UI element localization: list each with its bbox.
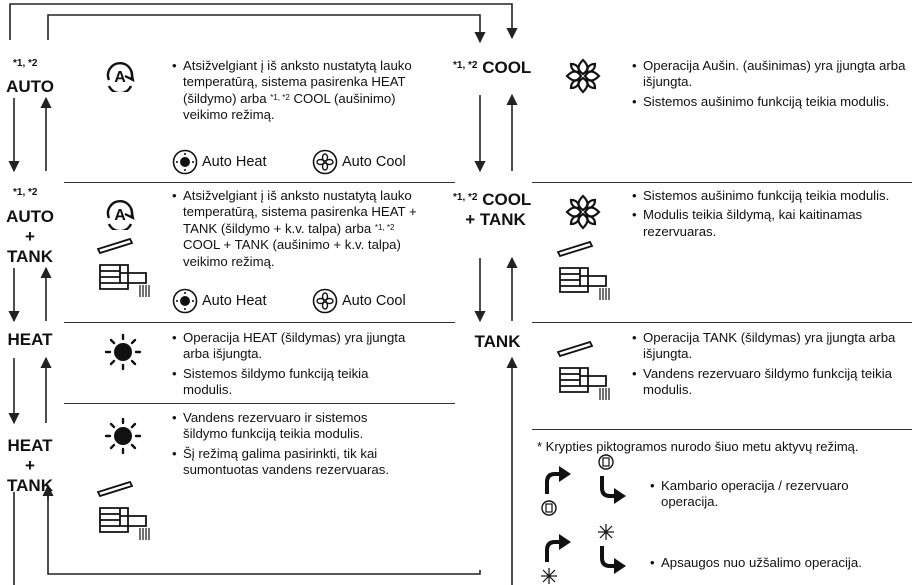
loop-top-inner [47, 14, 486, 44]
faucet-icon [556, 340, 610, 400]
tank-description: Operacija TANK (šildymas) yra įjungta ar… [632, 330, 907, 399]
mode-auto-tank: AUTO+ TANK [6, 207, 54, 266]
tank-operation-arrow-icon [598, 454, 626, 504]
separator [532, 429, 912, 431]
room-operation-arrow-icon [541, 466, 571, 516]
faucet-icon [96, 480, 150, 540]
auto-heat-label: Auto Heat [202, 293, 267, 309]
auto-description: Atsižvelgiant į iš anksto nustatytą lauk… [172, 58, 417, 124]
auto-tank-description: Atsižvelgiant į iš anksto nustatytą lauk… [172, 188, 427, 270]
auto-cool-label: Auto Cool [342, 154, 406, 170]
heat-tank-description: Vandens rezervuaro ir sistemos šildymo f… [172, 410, 412, 479]
separator [532, 182, 912, 184]
snowflake-icon [565, 58, 601, 94]
faucet-icon [556, 240, 610, 300]
separator [64, 403, 455, 405]
separator [64, 322, 455, 324]
sun-icon [104, 417, 142, 455]
list-item: Vandens rezervuaro ir sistemos šildymo f… [172, 410, 412, 443]
room-tank-note: Kambario operacija / rezervuaro operacij… [650, 478, 900, 511]
list-item: Sistemos aušinimo funkciją teikia moduli… [632, 94, 912, 111]
auto-heat-icon [172, 288, 198, 314]
list-item: Šį režimą galima pasirinkti, tik kai sum… [172, 446, 412, 479]
auto-cool-indicator: Auto Cool [312, 288, 406, 314]
list-item: Operacija HEAT (šildymas) yra įjungta ar… [172, 330, 417, 363]
list-item: Kambario operacija / rezervuaro operacij… [650, 478, 900, 511]
auto-cool-label: Auto Cool [342, 293, 406, 309]
mode-tank: TANK [474, 332, 521, 351]
faucet-icon [96, 237, 150, 297]
mode-auto: AUTO [6, 77, 54, 96]
cool-description: Operacija Aušin. (aušinimas) yra įjungta… [632, 58, 912, 111]
list-item: Operacija TANK (šildymas) yra įjungta ar… [632, 330, 907, 363]
cool-tank-description: Sistemos aušinimo funkciją teikia moduli… [632, 188, 902, 240]
auto-cool-indicator: Auto Cool [312, 149, 406, 175]
auto-mode-icon: A [106, 200, 135, 230]
auto-heat-label: Auto Heat [202, 154, 267, 170]
snowflake-icon [565, 194, 601, 230]
separator [64, 182, 455, 184]
list-item: Apsaugos nuo užšalimo operacija. [650, 555, 900, 572]
list-item: Atsižvelgiant į iš anksto nustatytą lauk… [172, 188, 427, 270]
list-item: Sistemos šildymo funkciją teikia modulis… [172, 366, 417, 399]
antifreeze-note: Apsaugos nuo užšalimo operacija. [650, 555, 900, 572]
mode-heat: HEAT [7, 330, 53, 349]
auto-heat-icon [172, 149, 198, 175]
loop-top-outer [9, 3, 518, 40]
auto-heat-indicator: Auto Heat [172, 149, 267, 175]
svg-text:A: A [114, 207, 126, 224]
sun-icon [104, 333, 142, 371]
mode-auto-note: *1, *2 [13, 58, 38, 69]
list-item: Atsižvelgiant į iš anksto nustatytą lauk… [172, 58, 417, 124]
direction-icons-note: * Krypties piktogramos nurodo šiuo metu … [537, 439, 859, 454]
mode-auto-tank-note: *1, *2 [13, 187, 38, 198]
svg-text:A: A [114, 69, 126, 86]
antifreeze-down-arrow-icon [598, 524, 626, 574]
list-item: Vandens rezervuaro šildymo funkciją teik… [632, 366, 907, 399]
auto-cool-icon [312, 288, 338, 314]
separator [532, 322, 912, 324]
heat-description: Operacija HEAT (šildymas) yra įjungta ar… [172, 330, 417, 399]
list-item: Operacija Aušin. (aušinimas) yra įjungta… [632, 58, 912, 91]
auto-heat-indicator: Auto Heat [172, 288, 267, 314]
mode-cool-tank: *1, *2 COOL + TANK [453, 190, 532, 229]
auto-cool-icon [312, 149, 338, 175]
list-item: Modulis teikia šildymą, kai kaitinamas r… [632, 207, 902, 240]
auto-mode-icon: A [106, 62, 135, 92]
antifreeze-up-arrow-icon [541, 534, 571, 584]
loop-bottom [47, 485, 481, 575]
mode-heat-tank: HEAT+ TANK [7, 436, 53, 495]
list-item: Sistemos aušinimo funkciją teikia moduli… [632, 188, 902, 205]
mode-cool: *1, *2 COOL [453, 58, 532, 77]
